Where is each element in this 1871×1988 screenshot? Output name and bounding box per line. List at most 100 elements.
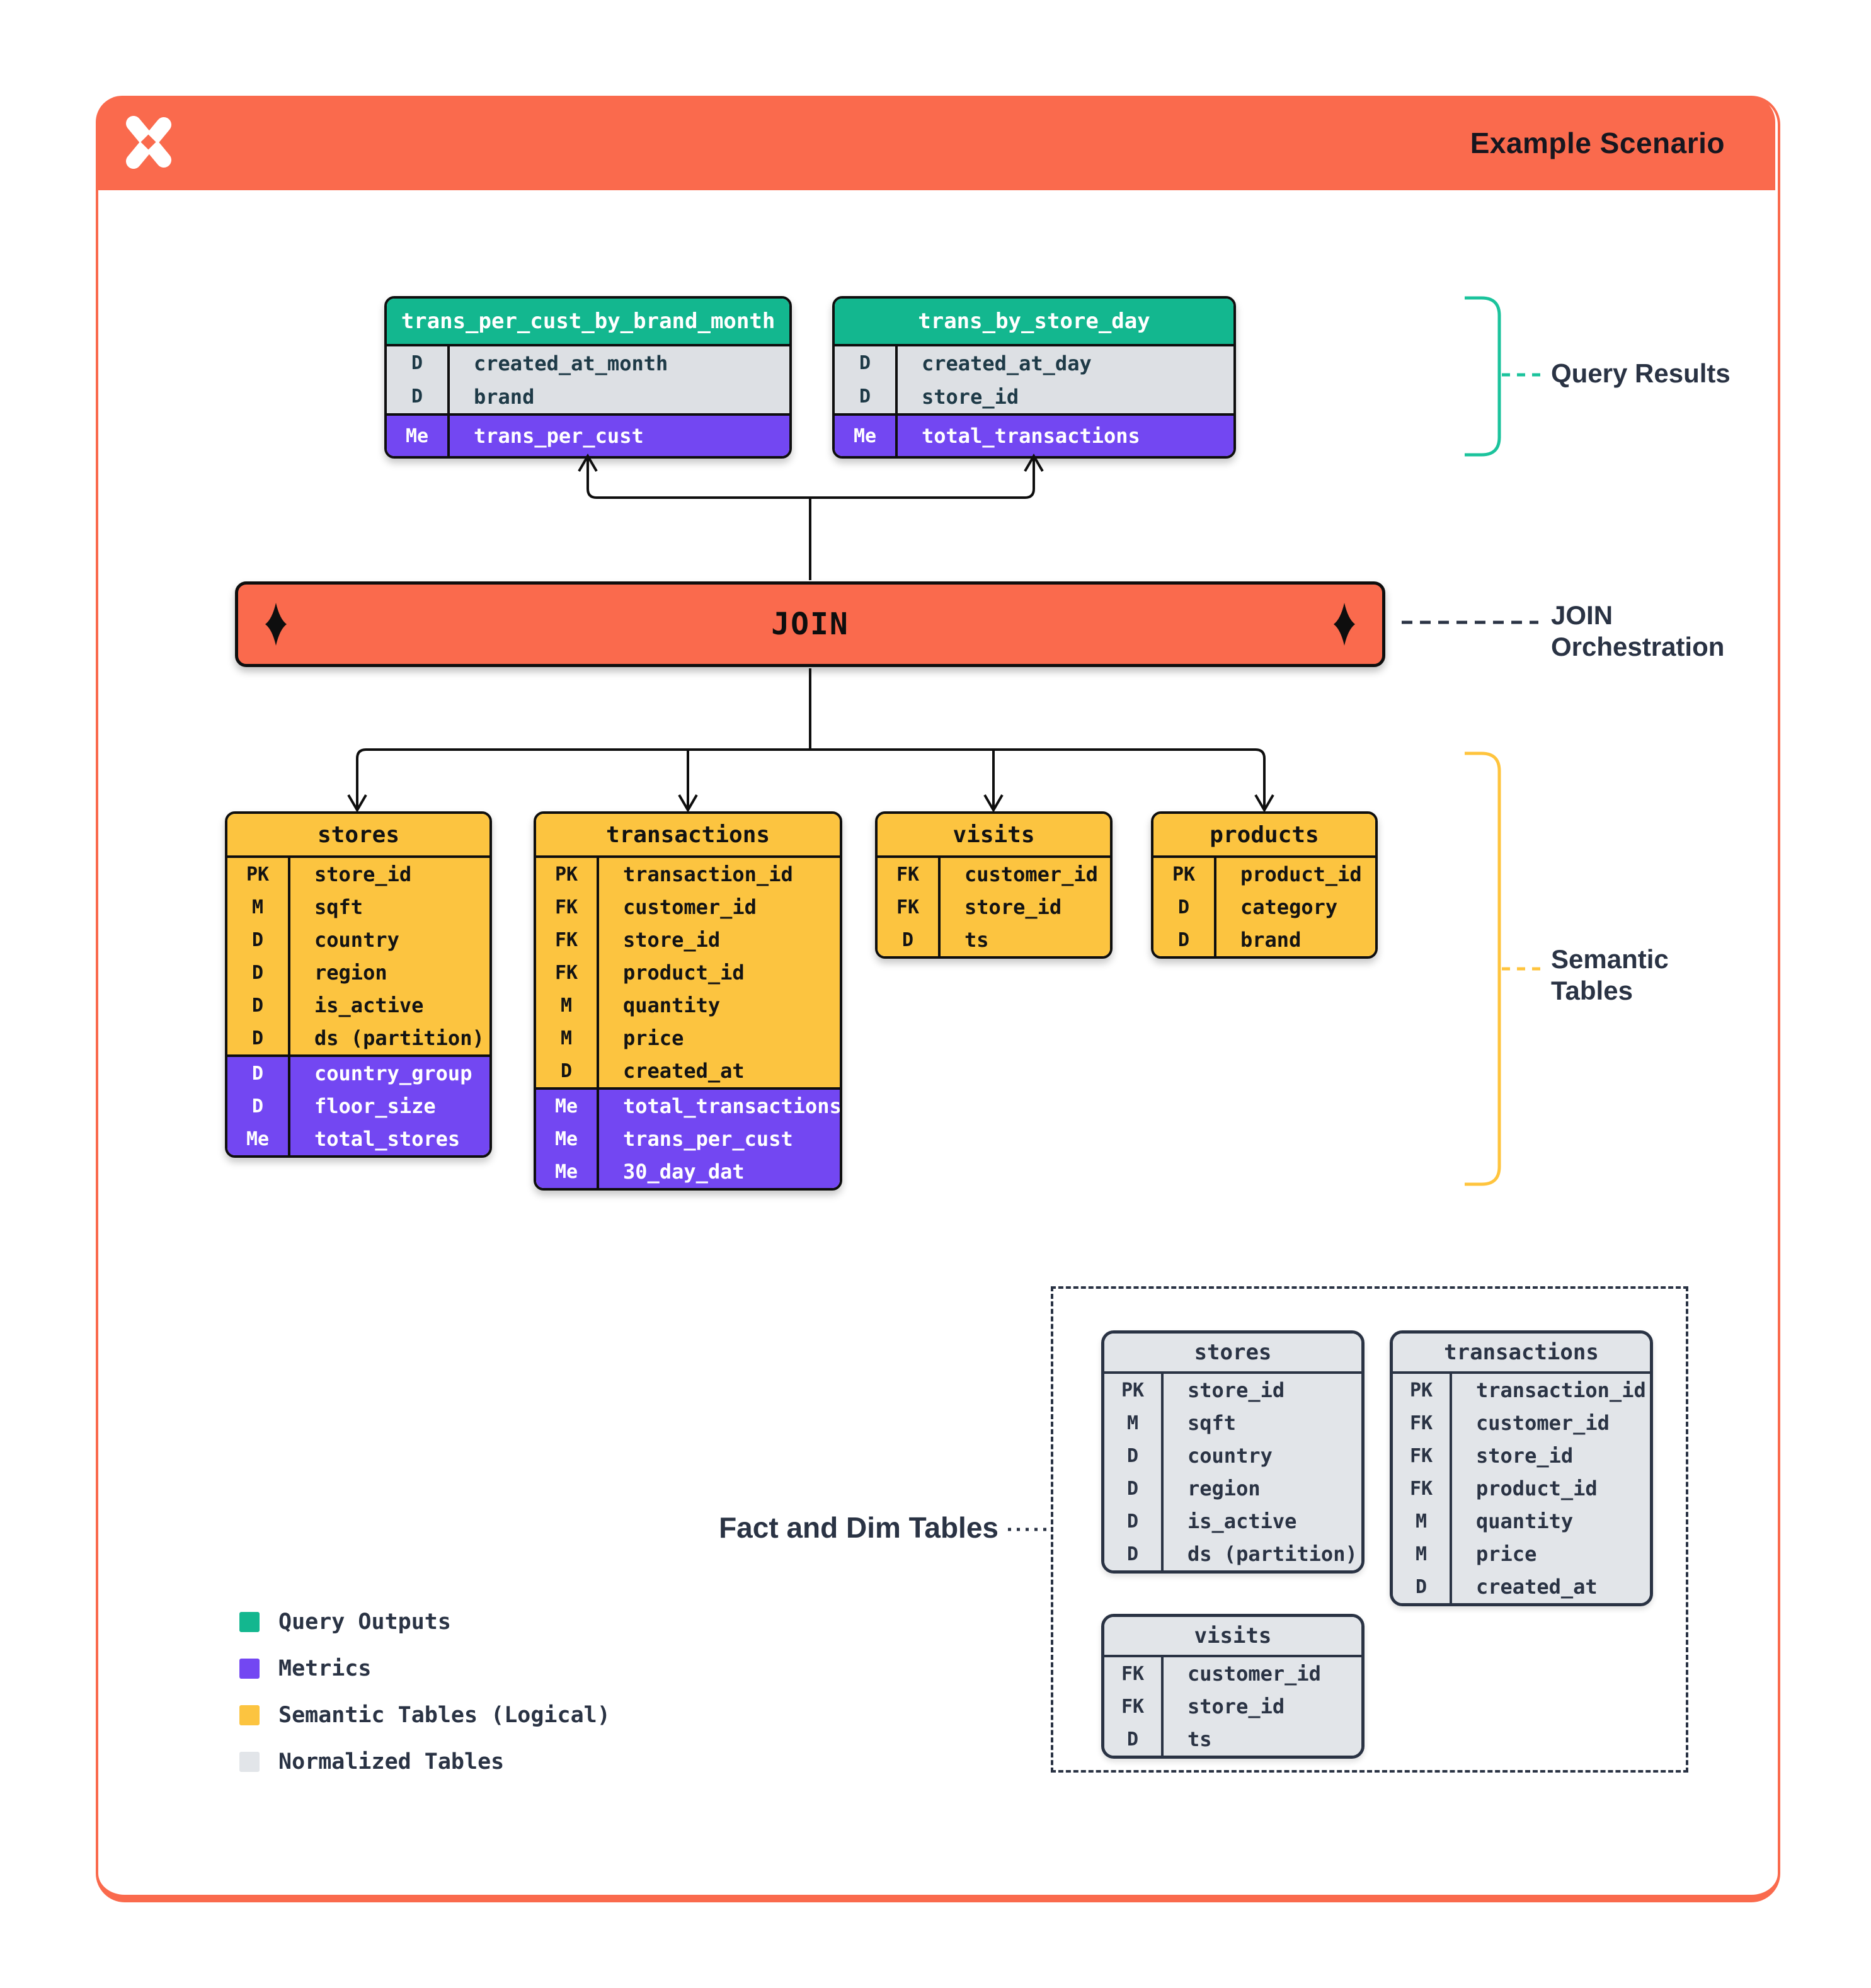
field-cell: product_id	[1240, 862, 1362, 886]
field-cell: product_id	[623, 961, 745, 985]
join-bar: JOIN	[235, 581, 1385, 667]
key-cell: M	[1393, 1505, 1452, 1538]
key-cell: D	[1104, 1505, 1164, 1538]
field-cell: quantity	[1476, 1509, 1574, 1533]
table-title: trans_per_cust_by_brand_month	[387, 299, 789, 344]
table-title: visits	[1104, 1617, 1361, 1655]
field-cell: country	[1187, 1444, 1273, 1468]
field-cell: country	[314, 928, 399, 952]
fact-dim-box	[1051, 1286, 1688, 1773]
table-title: transactions	[1393, 1334, 1650, 1371]
key-cell: M	[1393, 1538, 1452, 1570]
key-cell: D	[227, 989, 290, 1022]
key-cell: PK	[1104, 1374, 1164, 1407]
field-cell: product_id	[1476, 1477, 1598, 1500]
legend-swatch	[239, 1659, 260, 1679]
field-cell: store_id	[1187, 1378, 1285, 1402]
field-cell: is_active	[1187, 1509, 1297, 1533]
legend-swatch	[239, 1612, 260, 1632]
key-cell: D	[227, 956, 290, 989]
field-cell: created_at	[623, 1059, 745, 1083]
key-cell: PK	[1153, 858, 1216, 891]
field-cell: ts	[1187, 1727, 1212, 1751]
key-cell: D	[835, 346, 898, 380]
field-cell: created_at_month	[474, 351, 668, 375]
key-cell: D	[227, 1022, 290, 1054]
key-cell: D	[387, 380, 450, 413]
key-cell: D	[227, 1057, 290, 1090]
key-cell: D	[1104, 1538, 1164, 1570]
field-row: PK store_id	[1104, 1374, 1361, 1407]
key-cell: FK	[536, 891, 599, 923]
table-title: trans_by_store_day	[835, 299, 1233, 344]
key-cell: D	[387, 346, 450, 380]
table-title: products	[1153, 814, 1375, 855]
field-cell: quantity	[623, 993, 721, 1017]
field-cell: store_id	[1187, 1694, 1285, 1718]
key-cell: D	[1153, 923, 1216, 956]
field-cell: trans_per_cust	[474, 424, 644, 448]
field-cell: ds (partition)	[314, 1026, 484, 1050]
key-cell: Me	[536, 1123, 599, 1155]
key-cell: D	[1104, 1472, 1164, 1505]
legend-label: Normalized Tables	[278, 1749, 505, 1774]
field-cell: created_at	[1476, 1575, 1598, 1599]
key-cell: D	[536, 1054, 599, 1087]
field-cell: customer_id	[1187, 1662, 1321, 1686]
key-cell: M	[227, 891, 290, 923]
field-cell: price	[1476, 1542, 1537, 1566]
key-cell: FK	[1393, 1407, 1452, 1439]
field-cell: total_transactions	[623, 1094, 842, 1118]
field-cell: trans_per_cust	[623, 1127, 793, 1151]
page-title: Example Scenario	[1470, 127, 1725, 159]
field-row: PK product_id	[1153, 858, 1375, 891]
brand-x-logo	[126, 116, 171, 169]
table-title: stores	[1104, 1334, 1361, 1371]
legend-row: Query Outputs	[239, 1599, 610, 1645]
legend-row: Metrics	[239, 1645, 610, 1692]
legend-label: Query Outputs	[278, 1609, 451, 1635]
field-cell: country_group	[314, 1061, 472, 1085]
sparkle-diamond-icon	[265, 603, 287, 646]
key-cell: Me	[835, 416, 898, 456]
key-cell: D	[1393, 1570, 1452, 1603]
key-cell: PK	[227, 858, 290, 891]
legend-row: Semantic Tables (Logical)	[239, 1692, 610, 1739]
legend-row: Normalized Tables	[239, 1739, 610, 1785]
field-cell: ts	[964, 928, 989, 952]
key-cell: D	[1153, 891, 1216, 923]
key-cell: D	[227, 923, 290, 956]
legend-label: Metrics	[278, 1656, 372, 1681]
field-cell: region	[314, 961, 387, 985]
field-cell: sqft	[314, 895, 363, 919]
